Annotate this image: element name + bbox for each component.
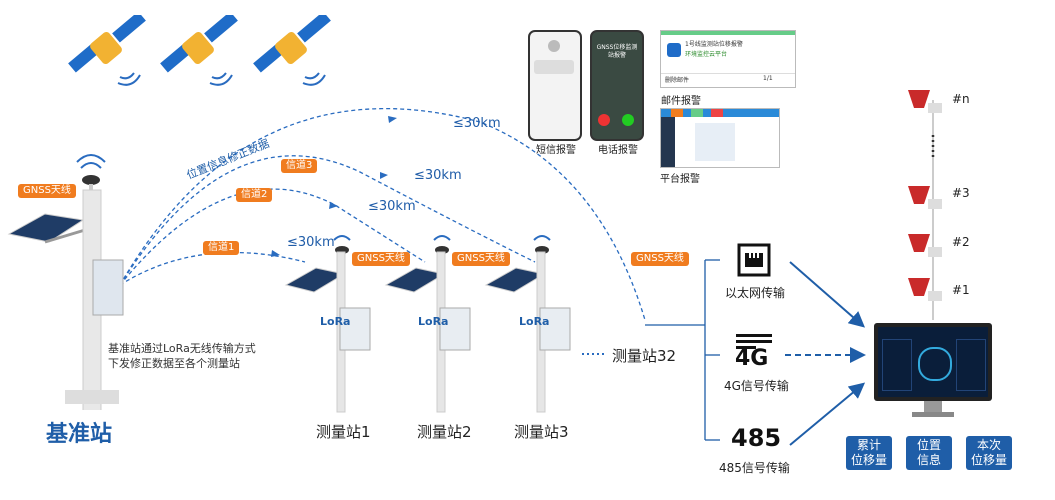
button-line: 位移量 (970, 453, 1007, 467)
avatar (548, 40, 560, 52)
gnss-antenna-tag: GNSS天线 (18, 184, 76, 198)
station1-illustration (284, 235, 371, 413)
button-line: 累计 (856, 438, 881, 452)
accept-call-icon (622, 114, 634, 126)
station3-illustration (484, 235, 571, 413)
mail-title: 1号线监测站位移报警 (685, 41, 743, 48)
gnss-antenna-tag: GNSS天线 (352, 252, 410, 266)
sensor-label: #n (952, 92, 970, 106)
mail-alert-label: 邮件报警 (661, 96, 701, 107)
platform-window (660, 108, 780, 168)
mail-delete: 删除邮件 (665, 77, 690, 84)
satellite-icon (253, 15, 331, 86)
button-line: 位置 (916, 438, 941, 452)
station-label: 测量站3 (514, 423, 569, 441)
arc-to-station1 (119, 251, 306, 286)
station-label: 测量站1 (316, 423, 371, 441)
arc-to-station32 (119, 107, 646, 321)
arc-to-station3 (119, 155, 536, 286)
desc-line: 基准站通过LoRa无线传输方式 (108, 342, 256, 355)
4g-icon: 4G (735, 346, 769, 371)
desc-line: 下发修正数据至各个测量站 (108, 357, 240, 370)
button-line: 本次 (976, 438, 1001, 452)
lora-logo: LoRa (418, 315, 449, 328)
distance-label: ≤30km (453, 116, 501, 131)
arc-to-station2 (119, 188, 426, 286)
base-station-desc: 基准站通过LoRa无线传输方式 下发修正数据至各个测量站 (108, 341, 256, 371)
sensor-icon (908, 278, 942, 301)
ethernet-label: 以太网传输 (725, 286, 786, 300)
station-label: 测量站32 (612, 347, 677, 365)
phone-alert-label: 电话报警 (598, 145, 638, 156)
sensor-icon (908, 186, 942, 209)
sms-alert-label: 短信报警 (536, 145, 576, 156)
sensor-label: #2 (952, 235, 970, 249)
channel-tag-1: 信道1 (203, 241, 240, 255)
distance-label: ≤30km (368, 199, 416, 214)
mail-page: 1/1 (763, 75, 773, 82)
position-info-button[interactable]: 位置信息 (906, 436, 952, 470)
cumulative-displacement-button[interactable]: 累计位移量 (846, 436, 892, 470)
ethernet-icon (737, 243, 771, 277)
sensor-label: #1 (952, 283, 970, 297)
current-displacement-button[interactable]: 本次位移量 (966, 436, 1012, 470)
mail-window: 1号线监测站位移报警 环境监控云平台 1/1 删除邮件 (660, 30, 796, 88)
4g-label: 4G信号传输 (724, 379, 789, 393)
satellite-icon (68, 15, 146, 86)
channel-tag-2: 信道2 (236, 188, 273, 202)
lora-logo: LoRa (519, 315, 550, 328)
call-phone: GNSS位移监测站报警 (590, 30, 644, 141)
channel-tag-3: 信道3 (281, 159, 318, 173)
base-station-illustration (7, 154, 124, 410)
displacement-sensors (908, 90, 942, 301)
map-panel (695, 123, 735, 161)
rs485-label: 485信号传输 (719, 461, 790, 475)
station2-illustration (384, 235, 471, 413)
sensor-label: #3 (952, 186, 970, 200)
sensor-icon (908, 90, 942, 113)
rs485-icon: 485 (731, 424, 782, 452)
monitor (874, 323, 992, 401)
sms-phone (528, 30, 582, 141)
station-label: 测量站2 (417, 423, 472, 441)
sms-bubble (534, 60, 574, 74)
caller-name: GNSS位移监测站报警 (596, 44, 638, 59)
distance-label: ≤30km (414, 168, 462, 183)
sensor-icon (908, 234, 942, 257)
satellites (68, 15, 331, 86)
mail-subtitle: 环境监控云平台 (685, 51, 728, 58)
lora-logo: LoRa (320, 315, 351, 328)
mail-app-icon (667, 43, 681, 57)
decline-call-icon (598, 114, 610, 126)
gnss-antenna-tag: GNSS天线 (631, 252, 689, 266)
monitor-screen (878, 327, 988, 397)
button-line: 信息 (916, 453, 941, 467)
satellite-icon (160, 15, 238, 86)
gnss-antenna-tag: GNSS天线 (452, 252, 510, 266)
base-station-title: 基准站 (46, 422, 113, 447)
distance-label: ≤30km (287, 235, 335, 250)
platform-alert-label: 平台报警 (660, 174, 700, 185)
button-line: 位移量 (850, 453, 887, 467)
